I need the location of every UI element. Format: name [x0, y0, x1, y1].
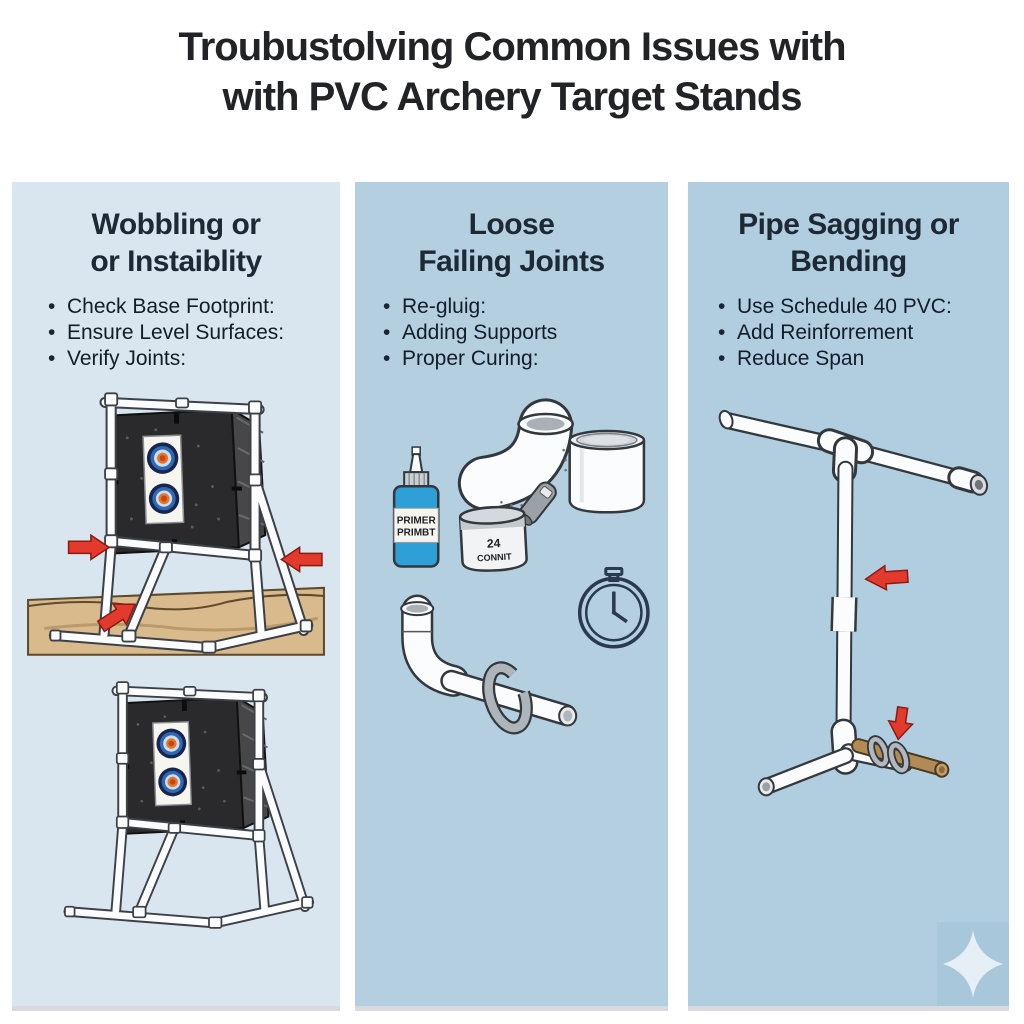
stopwatch-icon	[577, 566, 650, 649]
target-card	[142, 434, 185, 525]
primer-can-label-line1: 24	[487, 536, 501, 551]
target-card	[152, 721, 192, 807]
target-stand-stable-illustration	[40, 666, 328, 944]
red-arrow-icon	[280, 545, 323, 574]
target-block	[119, 695, 270, 835]
heading-line1: Pipe Sagging or	[738, 208, 959, 241]
target-stand-uneven-ground-illustration	[24, 384, 328, 662]
target-block	[108, 407, 267, 555]
red-arrow-icon	[864, 564, 909, 592]
list-item: Use Schedule 40 PVC:	[718, 294, 1009, 320]
clamp-ring	[867, 735, 891, 769]
list-item: Reduce Span	[718, 346, 1009, 372]
list-item: Ensure Level Surfaces:	[48, 320, 340, 346]
gluing-supplies-illustration: PRIMER PRIMBT 24 CONNIT	[355, 382, 668, 777]
list-item: Add Reinforrement	[718, 320, 1009, 346]
heading-line1: Wobbling or	[91, 208, 261, 241]
bullet-list: Use Schedule 40 PVC: Add Reinforrement R…	[688, 294, 1009, 372]
pvc-elbow-fitting	[457, 398, 574, 511]
red-arrow-icon	[67, 533, 111, 561]
clamp-ring	[482, 661, 533, 735]
t-bar-stand-svg	[718, 409, 989, 797]
target-stand-uneven-svg	[27, 392, 325, 656]
sparkle-icon	[943, 930, 1003, 998]
page-title-line2: with PVC Archery Target Stands	[222, 75, 802, 119]
panel-heading: Pipe Sagging or Bending	[694, 206, 1003, 280]
sparkle-watermark	[937, 922, 1009, 1006]
primer-bottle: PRIMER PRIMBT	[392, 446, 440, 568]
primer-can: 24 CONNIT	[458, 505, 528, 572]
block-speckles	[136, 715, 226, 811]
page-title-line1: Troubustolving Common Issues with	[178, 25, 846, 69]
primer-bottle-label-line2: PRIMBT	[397, 527, 436, 538]
vertical-pipe	[830, 460, 858, 743]
red-arrow-icon	[96, 603, 137, 633]
heading-line2: Bending	[790, 245, 907, 278]
block-speckles	[125, 428, 220, 529]
panel-pipe-sagging-bending: Pipe Sagging or Bending Use Schedule 40 …	[688, 182, 1009, 1006]
list-item: Adding Supports	[383, 320, 668, 346]
panel-heading: Loose Failing Joints	[361, 206, 662, 280]
bullet-list: Re-gluig: Adding Supports Proper Curing:	[355, 294, 668, 372]
list-item: Proper Curing:	[383, 346, 668, 372]
panel-loose-failing-joints: Loose Failing Joints Re-gluig: Adding Su…	[355, 182, 668, 1006]
t-bar-stand-illustration	[688, 377, 1009, 997]
red-arrow-icon	[887, 706, 915, 741]
bullet-list: Check Base Footprint: Ensure Level Surfa…	[12, 294, 340, 372]
pvc-fittings	[49, 392, 313, 654]
panel-heading: Wobbling or or Instaiblity	[18, 206, 334, 280]
pvc-fittings	[64, 681, 314, 929]
bottom-assembly	[757, 718, 950, 797]
crossbar-left-cap	[718, 409, 734, 430]
list-item: Re-gluig:	[383, 294, 668, 320]
page-title: Troubustolving Common Issues with with P…	[0, 22, 1024, 122]
clamp-ring	[887, 741, 911, 775]
panel-wobbling-instability: Wobbling or or Instaiblity Check Base Fo…	[12, 182, 340, 1006]
list-item: Verify Joints:	[48, 346, 340, 372]
primer-bottle-label-line1: PRIMER	[397, 515, 437, 526]
crossbar-right-cap	[969, 473, 989, 496]
heading-line1: Loose	[468, 208, 555, 241]
pvc-elbow-pipe-clamp	[400, 594, 578, 735]
heading-line2: or Instaiblity	[90, 245, 262, 278]
gluing-supplies-svg: PRIMER PRIMBT 24 CONNIT	[392, 398, 650, 735]
target-stand-stable-svg	[63, 681, 315, 929]
list-item: Check Base Footprint:	[48, 294, 340, 320]
cement-can	[568, 429, 646, 514]
heading-line2: Failing Joints	[418, 245, 605, 278]
primer-can-label-line2: CONNIT	[477, 551, 513, 563]
